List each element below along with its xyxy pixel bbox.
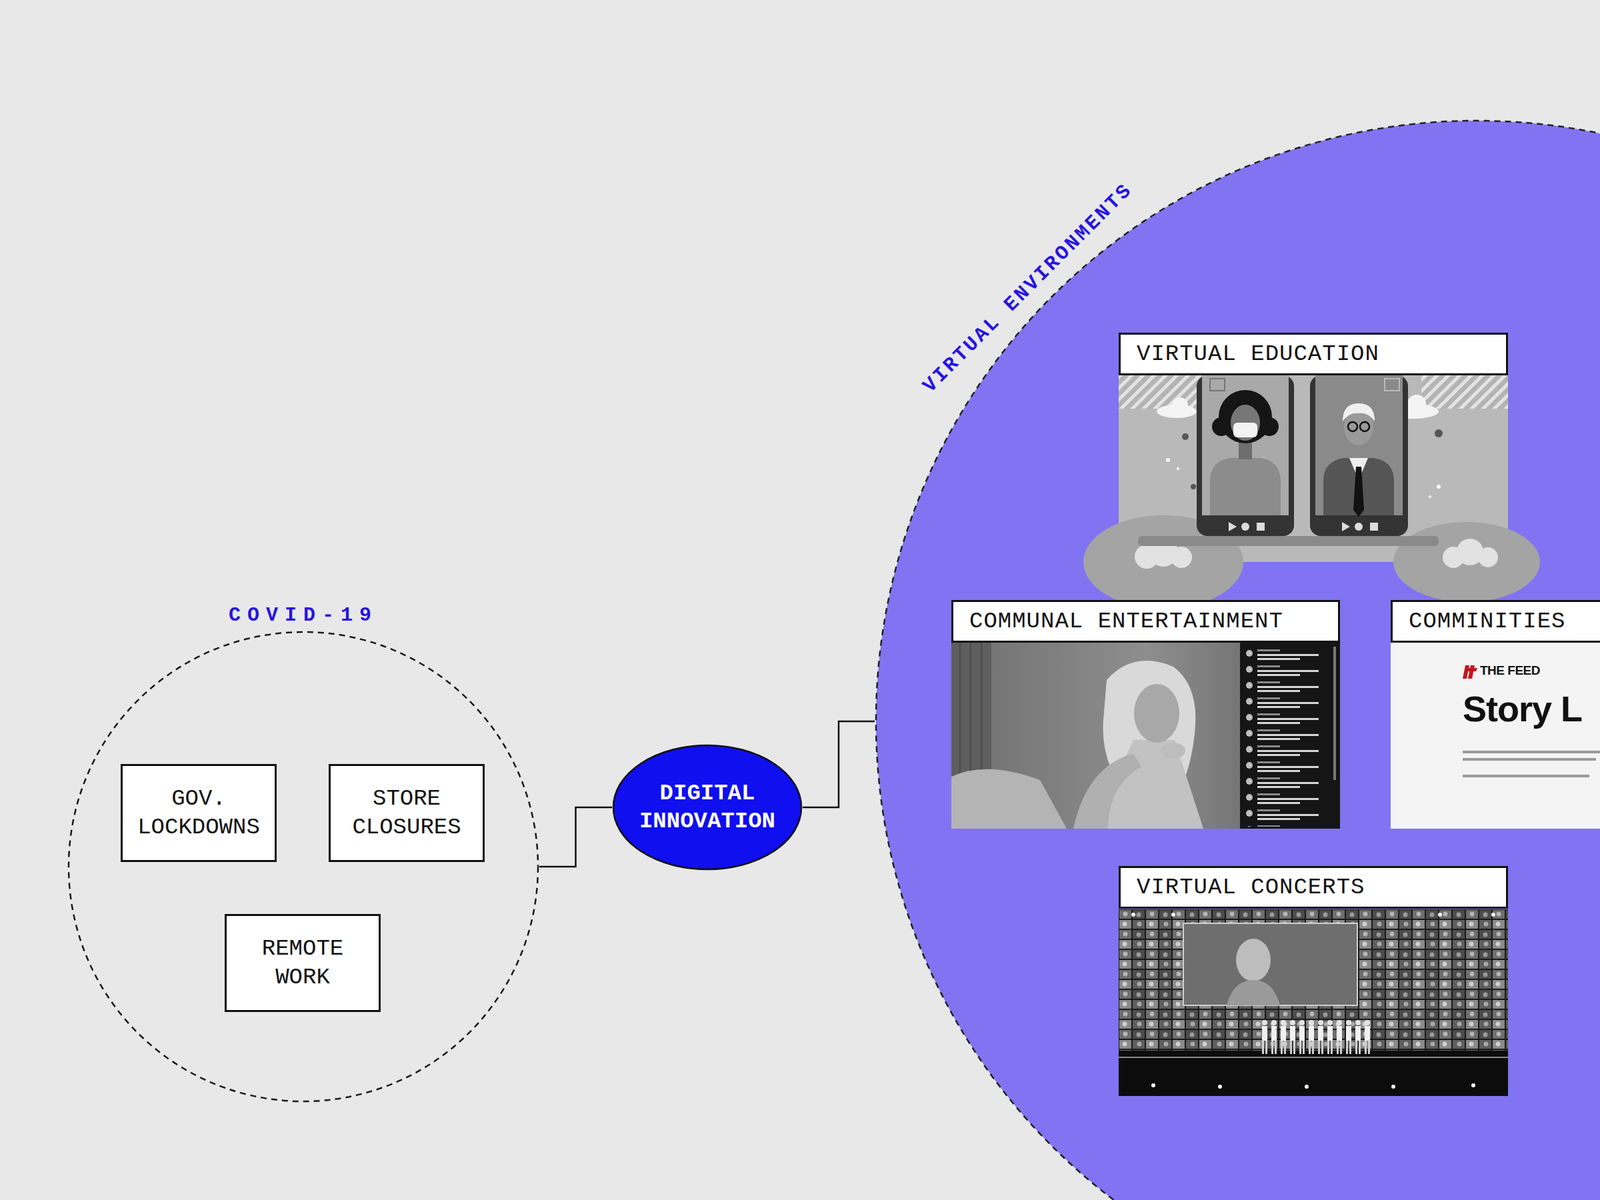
card-header: COMMUNAL ENTERTAINMENT: [951, 600, 1340, 643]
hub-label: DIGITAL INNOVATION: [624, 779, 791, 836]
page-title-text: Story L: [1462, 689, 1582, 729]
concert-picture: [1118, 909, 1508, 1096]
connector: [539, 807, 612, 867]
region-circle: COVID-19GOV. LOCKDOWNSSTORE CLOSURESREMO…: [67, 630, 540, 1103]
card-title: COMMUNAL ENTERTAINMENT: [969, 608, 1284, 634]
card-title: COMMINITIES: [1408, 608, 1566, 634]
box-label: STORE CLOSURES: [330, 784, 483, 842]
card-header: VIRTUAL CONCERTS: [1118, 866, 1508, 909]
hub-ellipse-shape: [613, 745, 802, 870]
card-header: VIRTUAL EDUCATION: [1118, 332, 1508, 376]
region-circle-shape: [876, 120, 1600, 1200]
card-header: COMMINITIES: [1390, 600, 1600, 643]
region-heading: VIRTUAL ENVIRONMENTS: [918, 178, 1138, 398]
card-title: VIRTUAL EDUCATION: [1136, 341, 1380, 367]
entertainment-picture: [951, 642, 1340, 829]
region-circle-outline: [67, 630, 540, 1103]
region-circle-outline: [874, 119, 1600, 1200]
region-circle: VIRTUAL ENVIRONMENTSVIRTUAL EDUCATION COM…: [874, 119, 1600, 1200]
process-box: GOV. LOCKDOWNS: [120, 764, 277, 862]
hub-ellipse: DIGITAL INNOVATION: [612, 744, 803, 871]
communities-picture: [1390, 642, 1600, 829]
card-title: VIRTUAL CONCERTS: [1136, 874, 1365, 900]
box-label: REMOTE WORK: [226, 934, 379, 992]
box-label: GOV. LOCKDOWNS: [122, 784, 275, 842]
process-box: REMOTE WORK: [224, 914, 381, 1012]
logo-text: THE FEED: [1480, 663, 1540, 678]
region-heading: COVID-19: [228, 604, 378, 627]
region-circle-shape: [68, 632, 538, 1102]
connector: [802, 721, 875, 808]
process-box: STORE CLOSURES: [328, 764, 485, 862]
hub-ellipse-outline: [612, 744, 803, 871]
